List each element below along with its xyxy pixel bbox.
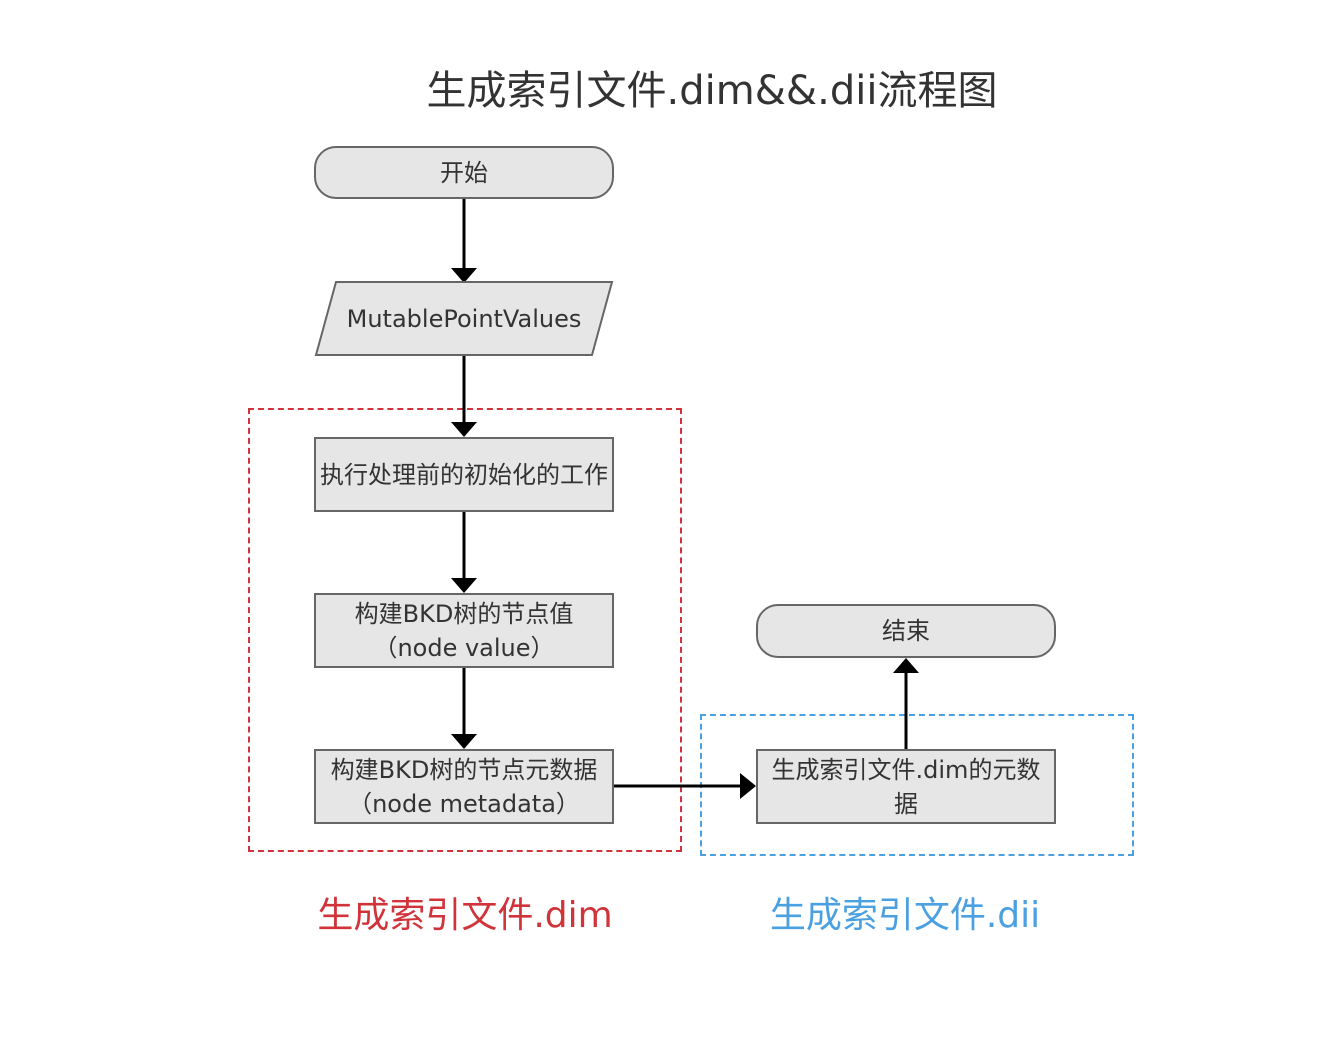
edge-node-value-to-node-metadata (451, 668, 477, 749)
init-node: 执行处理前的初始化的工作 (314, 437, 614, 512)
diagram-title: 生成索引文件.dim&&.dii流程图 (0, 58, 1324, 116)
dim-meta-node-label: 生成索引文件.dim的元数据 (771, 755, 1041, 818)
group-dim-label: 生成索引文件.dim (317, 895, 613, 936)
end-node: 结束 (756, 604, 1056, 658)
node-value-node-label: 构建BKD树的节点值（node value） (354, 599, 574, 662)
node-value-node: 构建BKD树的节点值（node value） (314, 593, 614, 668)
group-dii-label: 生成索引文件.dii (769, 895, 1041, 936)
edge-init-to-node-value (451, 512, 477, 593)
start-node: 开始 (314, 146, 614, 199)
input-node-shape (314, 281, 614, 356)
end-node-label: 结束 (882, 617, 930, 645)
dim-meta-node: 生成索引文件.dim的元数据 (756, 749, 1056, 824)
edge-node-metadata-to-dim-meta (614, 773, 756, 799)
input-node-label: MutablePointValues (346, 304, 582, 333)
diagram-title-text: 生成索引文件.dim&&.dii流程图 (426, 68, 998, 114)
node-metadata-node-label: 构建BKD树的节点元数据（node metadata） (330, 755, 598, 818)
init-node-label: 执行处理前的初始化的工作 (320, 460, 608, 489)
edge-input-to-init (451, 356, 477, 437)
edge-dim-meta-to-end (893, 658, 919, 749)
node-metadata-node: 构建BKD树的节点元数据（node metadata） (314, 749, 614, 824)
edge-start-to-input (451, 199, 477, 283)
start-node-label: 开始 (440, 158, 488, 187)
input-node: MutablePointValues (314, 281, 614, 356)
